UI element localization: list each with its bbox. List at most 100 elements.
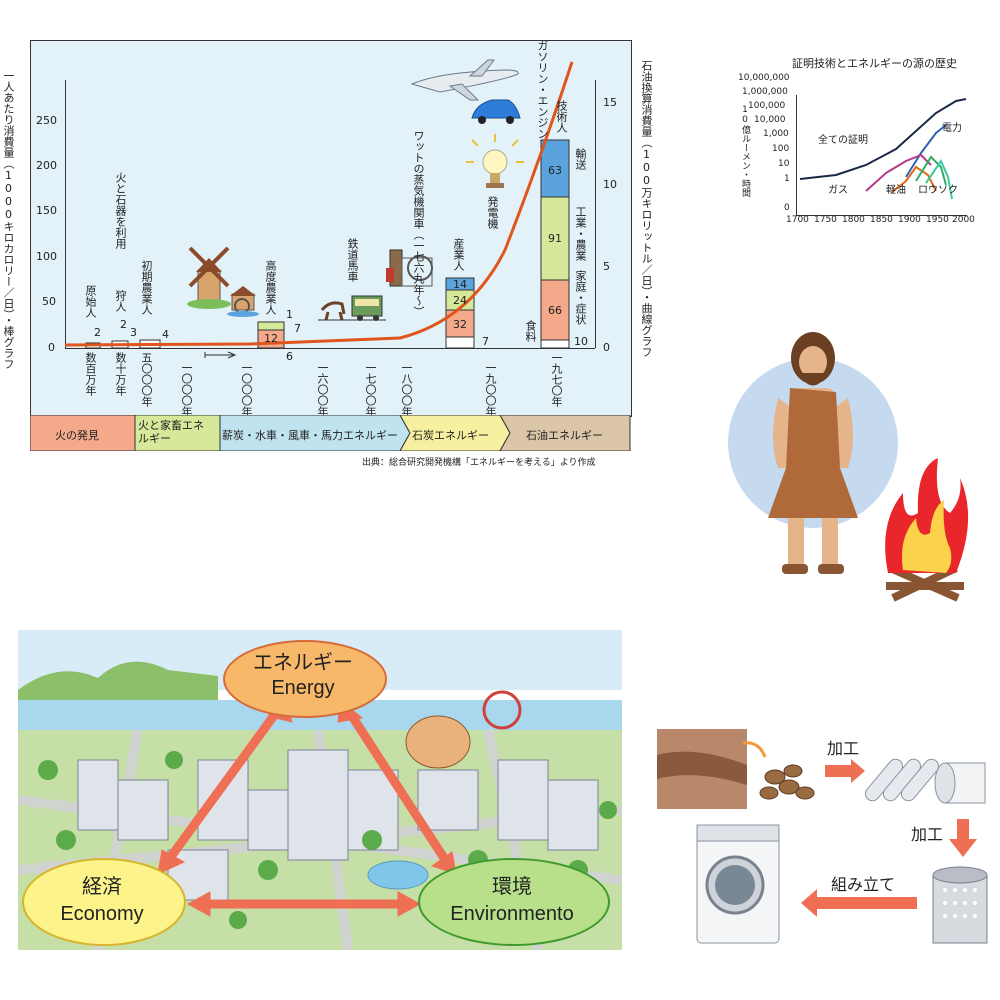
- band-coal: 石炭エネルギー: [412, 429, 489, 442]
- light-chart-ylabel: 10億ルーメン・時間: [740, 105, 750, 197]
- light-xtick: 1900: [898, 215, 921, 225]
- era-label: 数百万年: [84, 352, 97, 396]
- era-label: 一〇〇〇年: [180, 362, 193, 417]
- process-graphics: [657, 729, 988, 944]
- note-watt: ワットの蒸気機関車（一七六九年〜）: [412, 130, 425, 317]
- light-xtick: 1850: [870, 215, 893, 225]
- economy-label-jp: 経済: [82, 874, 122, 898]
- light-ytick: 10,000: [754, 115, 786, 125]
- label-all-lighting: 全ての証明: [818, 135, 868, 146]
- drum-part: [932, 866, 988, 944]
- left-tick: 150: [36, 204, 57, 217]
- note-fire-stone: 火と石器を利用: [114, 172, 127, 249]
- left-axis-label: 一人あたり消費量（1000キロカロリー／日）・棒グラフ: [2, 70, 15, 370]
- left-tick: 250: [36, 114, 57, 127]
- watermill-illustration: [227, 286, 259, 317]
- band-oil: 石油エネルギー: [526, 429, 603, 442]
- era-label: 一六〇〇年: [316, 362, 329, 417]
- note-gasoline: ガソリン・エンジン: [536, 40, 549, 139]
- light-ytick: 10,000,000: [738, 73, 790, 83]
- chart-graphics: [64, 59, 574, 359]
- value-industrial-food: 7: [482, 335, 489, 348]
- value-advanced-bottom: 6: [286, 350, 293, 363]
- value-primitive: 2: [94, 326, 101, 339]
- note-tech: 技術人: [555, 100, 568, 133]
- value-industrial-a: 14: [453, 278, 467, 291]
- light-lines: [799, 98, 967, 200]
- consumption-curve: [64, 61, 574, 347]
- airplane-illustration: [410, 59, 519, 101]
- era-bands: [30, 415, 631, 451]
- light-ytick: 1: [784, 174, 790, 184]
- band-fire-livestock: 火と家畜エネルギー: [138, 419, 204, 445]
- economy-node: [22, 858, 186, 946]
- note-early-farmer: 初期農業人: [140, 260, 153, 315]
- left-tick: 50: [42, 295, 56, 308]
- light-xtick: 1750: [814, 215, 837, 225]
- era-label: 一九七〇年: [550, 352, 563, 407]
- energy-label-en: Energy: [271, 677, 335, 699]
- cat-food: 食料: [524, 320, 537, 342]
- era-label: 一九〇〇年: [484, 362, 497, 417]
- right-tick: 15: [603, 96, 617, 109]
- bar-tech-transport: [540, 139, 570, 198]
- bar-tech-home: [540, 279, 570, 341]
- value-advanced-top: 1: [286, 308, 293, 321]
- left-tick: 0: [48, 341, 55, 354]
- energy-chart: 一人あたり消費量（1000キロカロリー／日）・棒グラフ 石油換算消費量（100万…: [0, 0, 660, 470]
- note-industrial: 産業人: [452, 238, 465, 271]
- process-step1-label: 加工: [827, 739, 860, 758]
- right-tick: 5: [603, 260, 610, 273]
- light-xtick: 1800: [842, 215, 865, 225]
- light-xtick: 2000: [952, 215, 975, 225]
- light-ytick: 1,000,000: [742, 87, 788, 97]
- band-fire: 火の発見: [55, 429, 99, 442]
- economy-label-en: Economy: [60, 903, 144, 925]
- bar-industrial-a: [445, 277, 475, 291]
- era-label: 数十万年: [114, 352, 127, 396]
- car-illustration: [471, 99, 521, 124]
- era-label: 一八〇〇年: [400, 362, 413, 417]
- right-tick: 10: [603, 178, 617, 191]
- relation-arrows: [157, 699, 457, 917]
- value-advanced-food: 12: [264, 332, 278, 345]
- light-plot-area: [796, 95, 967, 216]
- right-axis: [595, 80, 596, 348]
- bar-tech-food: [540, 339, 570, 349]
- label-gas: ガス: [828, 185, 848, 196]
- process-step3-label: 組み立て: [831, 875, 896, 894]
- light-bulb-illustration: [466, 134, 524, 188]
- value-early-farmer: 4: [162, 328, 169, 341]
- era-label: 一〇〇〇年: [240, 362, 253, 417]
- bar-tech-industry: [540, 196, 570, 281]
- metal-roll: [934, 762, 986, 804]
- cat-industry: 工業・農業: [574, 206, 587, 261]
- energy-label-jp: エネルギー: [253, 650, 353, 674]
- windmill-illustration: [187, 246, 231, 309]
- city-triangle-panel: エネルギー Energy 経済 Economy 環境 Environmento: [18, 630, 622, 950]
- band-charcoal: 薪炭・水車・風車・馬力エネルギー: [222, 429, 398, 442]
- value-industrial-b: 24: [453, 294, 467, 307]
- note-hunter: 狩人: [114, 290, 127, 312]
- environment-label-jp: 環境: [492, 874, 532, 898]
- value-tech-transport: 63: [548, 164, 562, 177]
- light-xtick: 1950: [926, 215, 949, 225]
- washing-machine: [696, 824, 780, 944]
- cat-transport: 輸送: [574, 148, 587, 170]
- right-axis-label: 石油換算消費量（100万キロリットル／日）・曲線グラフ: [640, 60, 653, 358]
- light-ytick: 100,000: [748, 101, 786, 111]
- left-tick: 200: [36, 159, 57, 172]
- light-xtick: 1700: [786, 215, 809, 225]
- era-label: 一七〇〇年: [364, 362, 377, 417]
- light-chart-title: 証明技術とエネルギーの源の歴史: [792, 57, 957, 70]
- value-hunter: 2: [120, 318, 127, 331]
- source-note: 出典：総合研究開発機構「エネルギーを考える」より作成: [362, 458, 596, 468]
- light-ytick: 100: [772, 144, 790, 154]
- right-tick: 0: [603, 341, 610, 354]
- era-label: 五〇〇〇年: [140, 352, 153, 407]
- note-railway-carriage: 鉄道馬車: [346, 238, 359, 282]
- metal-rods: [864, 758, 940, 802]
- caveman-with-fire-illustration: [728, 332, 969, 602]
- value-advanced-mid: 7: [294, 322, 301, 335]
- ore-rocks: [759, 764, 815, 800]
